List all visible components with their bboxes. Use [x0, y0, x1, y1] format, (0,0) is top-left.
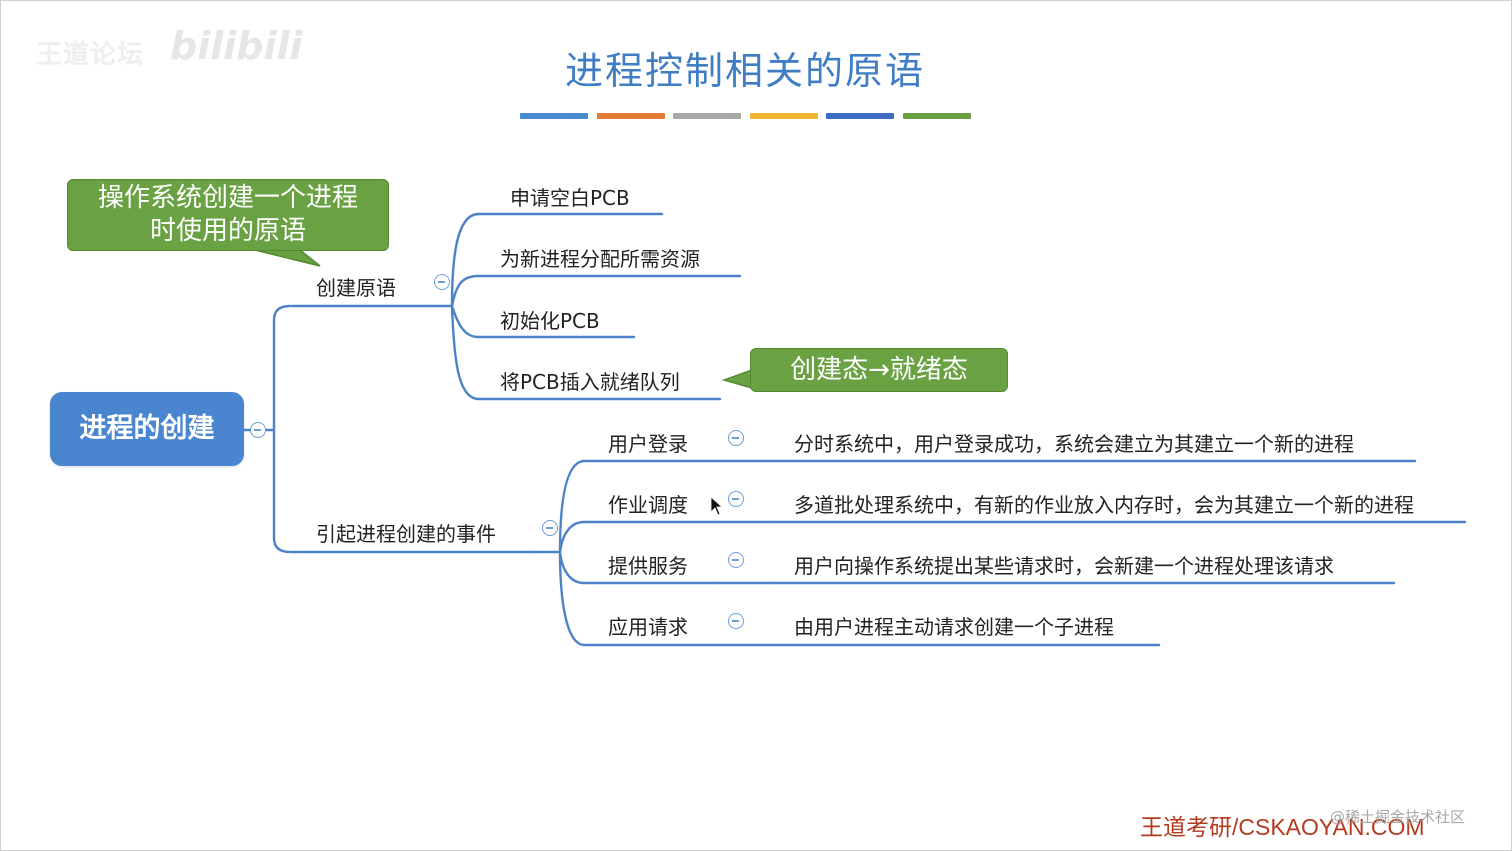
collapse-icon[interactable] [728, 491, 744, 507]
collapse-icon[interactable] [728, 430, 744, 446]
mouse-cursor-icon [710, 496, 724, 516]
title-color-bar [596, 113, 665, 119]
event-name[interactable]: 作业调度 [608, 493, 688, 517]
step-1[interactable]: 申请空白PCB [510, 186, 630, 210]
footer-brand: 王道考研/CSKAOYAN.COM [1140, 814, 1425, 840]
title-color-bar [749, 113, 818, 119]
slide-title: 进程控制相关的原语 [564, 49, 925, 93]
step-4[interactable]: 将PCB插入就绪队列 [500, 370, 680, 394]
root-fork [272, 304, 292, 554]
root-node[interactable]: 进程的创建 [50, 392, 244, 466]
events-fork [558, 459, 586, 647]
event-description[interactable]: 用户向操作系统提出某些请求时，会新建一个进程处理该请求 [794, 554, 1334, 578]
event-name[interactable]: 用户登录 [608, 432, 688, 456]
callout-state-transition: 创建态→就绪态 [750, 348, 1008, 392]
callout-line-1: 操作系统创建一个进程 [97, 183, 358, 213]
callout-line-2: 时使用的原语 [149, 216, 306, 246]
callout-create-primitive: 操作系统创建一个进程 时使用的原语 [67, 179, 389, 251]
step-3[interactable]: 初始化PCB [500, 309, 600, 333]
title-color-bar [826, 113, 894, 119]
watermark-logo: 王道论坛 [36, 40, 145, 70]
footer-watermark: @稀土掘金技术社区 [1330, 808, 1466, 826]
step-2[interactable]: 为新进程分配所需资源 [500, 247, 700, 271]
collapse-icon[interactable] [250, 422, 266, 438]
primitive-fork [450, 212, 480, 401]
bilibili-watermark: bilibili [170, 24, 303, 68]
branch-create-primitive[interactable]: 创建原语 [316, 276, 396, 300]
event-name[interactable]: 应用请求 [608, 615, 688, 639]
event-description[interactable]: 多道批处理系统中，有新的作业放入内存时，会为其建立一个新的进程 [794, 493, 1414, 517]
event-description[interactable]: 由用户进程主动请求创建一个子进程 [794, 615, 1114, 639]
collapse-icon[interactable] [542, 520, 558, 536]
title-color-bar [902, 113, 971, 119]
title-color-bar [520, 113, 588, 119]
collapse-icon[interactable] [728, 552, 744, 568]
event-description[interactable]: 分时系统中，用户登录成功，系统会建立为其建立一个新的进程 [794, 432, 1354, 456]
collapse-icon[interactable] [728, 613, 744, 629]
collapse-icon[interactable] [434, 274, 450, 290]
title-color-bar [673, 113, 741, 119]
event-name[interactable]: 提供服务 [608, 554, 688, 578]
branch-creation-events[interactable]: 引起进程创建的事件 [316, 522, 496, 546]
